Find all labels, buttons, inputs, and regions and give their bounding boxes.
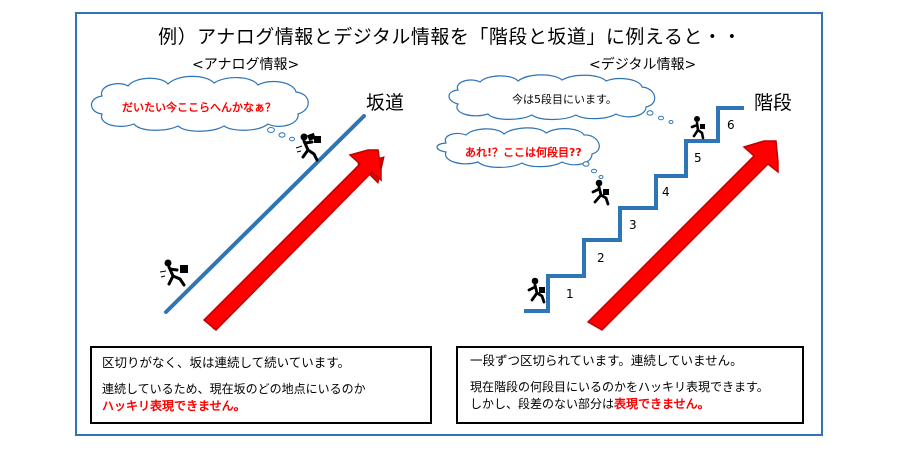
stairs-label: 階段 bbox=[754, 92, 793, 114]
slope-label: 坂道 bbox=[366, 92, 405, 114]
walker-step5-icon bbox=[690, 116, 705, 140]
step-number-1: 1 bbox=[566, 287, 574, 301]
step-number-3: 3 bbox=[629, 218, 637, 232]
step-number-4: 4 bbox=[662, 185, 670, 199]
digital-box-line3-text: しかし、段差のない部分は bbox=[470, 397, 615, 411]
analog-explanation-box: 区切りがなく、坂は連続して続いています。 連続しているため、現在坂のどの地点にい… bbox=[90, 346, 432, 424]
digital-arrow bbox=[586, 140, 779, 331]
analog-box-line1: 区切りがなく、坂は連続して続いています。 bbox=[102, 355, 351, 370]
analog-box-emphasis: ハッキリ表現できません。 bbox=[102, 399, 246, 413]
outer-frame bbox=[75, 12, 823, 436]
page-title: 例）アナログ情報とデジタル情報を「階段と坂道」に例えると・・ bbox=[158, 26, 742, 48]
analog-thought-cloud bbox=[90, 75, 309, 142]
digital-box-line1: 一段ずつ区切られています。連続していません。 bbox=[470, 353, 743, 368]
digital-thought-mid-text: あれ!？ここは何段目?? bbox=[465, 146, 582, 159]
step-number-2: 2 bbox=[597, 251, 605, 265]
walker-step1-icon bbox=[527, 277, 546, 304]
digital-box-line3: しかし、段差のない部分は表現できません。 bbox=[470, 396, 790, 413]
walker-upper-icon bbox=[295, 132, 321, 162]
digital-subtitle: <デジタル情報> bbox=[589, 57, 697, 73]
walker-floating-icon bbox=[591, 179, 610, 206]
digital-box-line2: 現在階段の何段目にいるのかをハッキリ表現できます。 bbox=[470, 380, 769, 394]
digital-thought-top-text: 今は5段目にいます。 bbox=[512, 93, 617, 106]
slope-line bbox=[164, 114, 366, 314]
analog-subtitle: <アナログ情報> bbox=[192, 57, 300, 73]
walker-lower-icon bbox=[159, 259, 188, 287]
analog-box-line2: 連続しているため、現在坂のどの地点にいるのか bbox=[102, 382, 366, 396]
analog-thought-text: だいたい今ここらへんかなぁ？ bbox=[122, 101, 276, 114]
step-number-5: 5 bbox=[694, 151, 702, 165]
digital-thought-cloud-top bbox=[448, 74, 674, 124]
digital-explanation-box: 一段ずつ区切られています。連続していません。 現在階段の何段目にいるのかをハッキ… bbox=[456, 346, 804, 424]
staircase-line bbox=[524, 106, 744, 313]
step-number-6: 6 bbox=[727, 118, 735, 132]
digital-box-emphasis: 表現できません。 bbox=[614, 397, 710, 411]
digital-thought-cloud-mid bbox=[436, 127, 604, 179]
